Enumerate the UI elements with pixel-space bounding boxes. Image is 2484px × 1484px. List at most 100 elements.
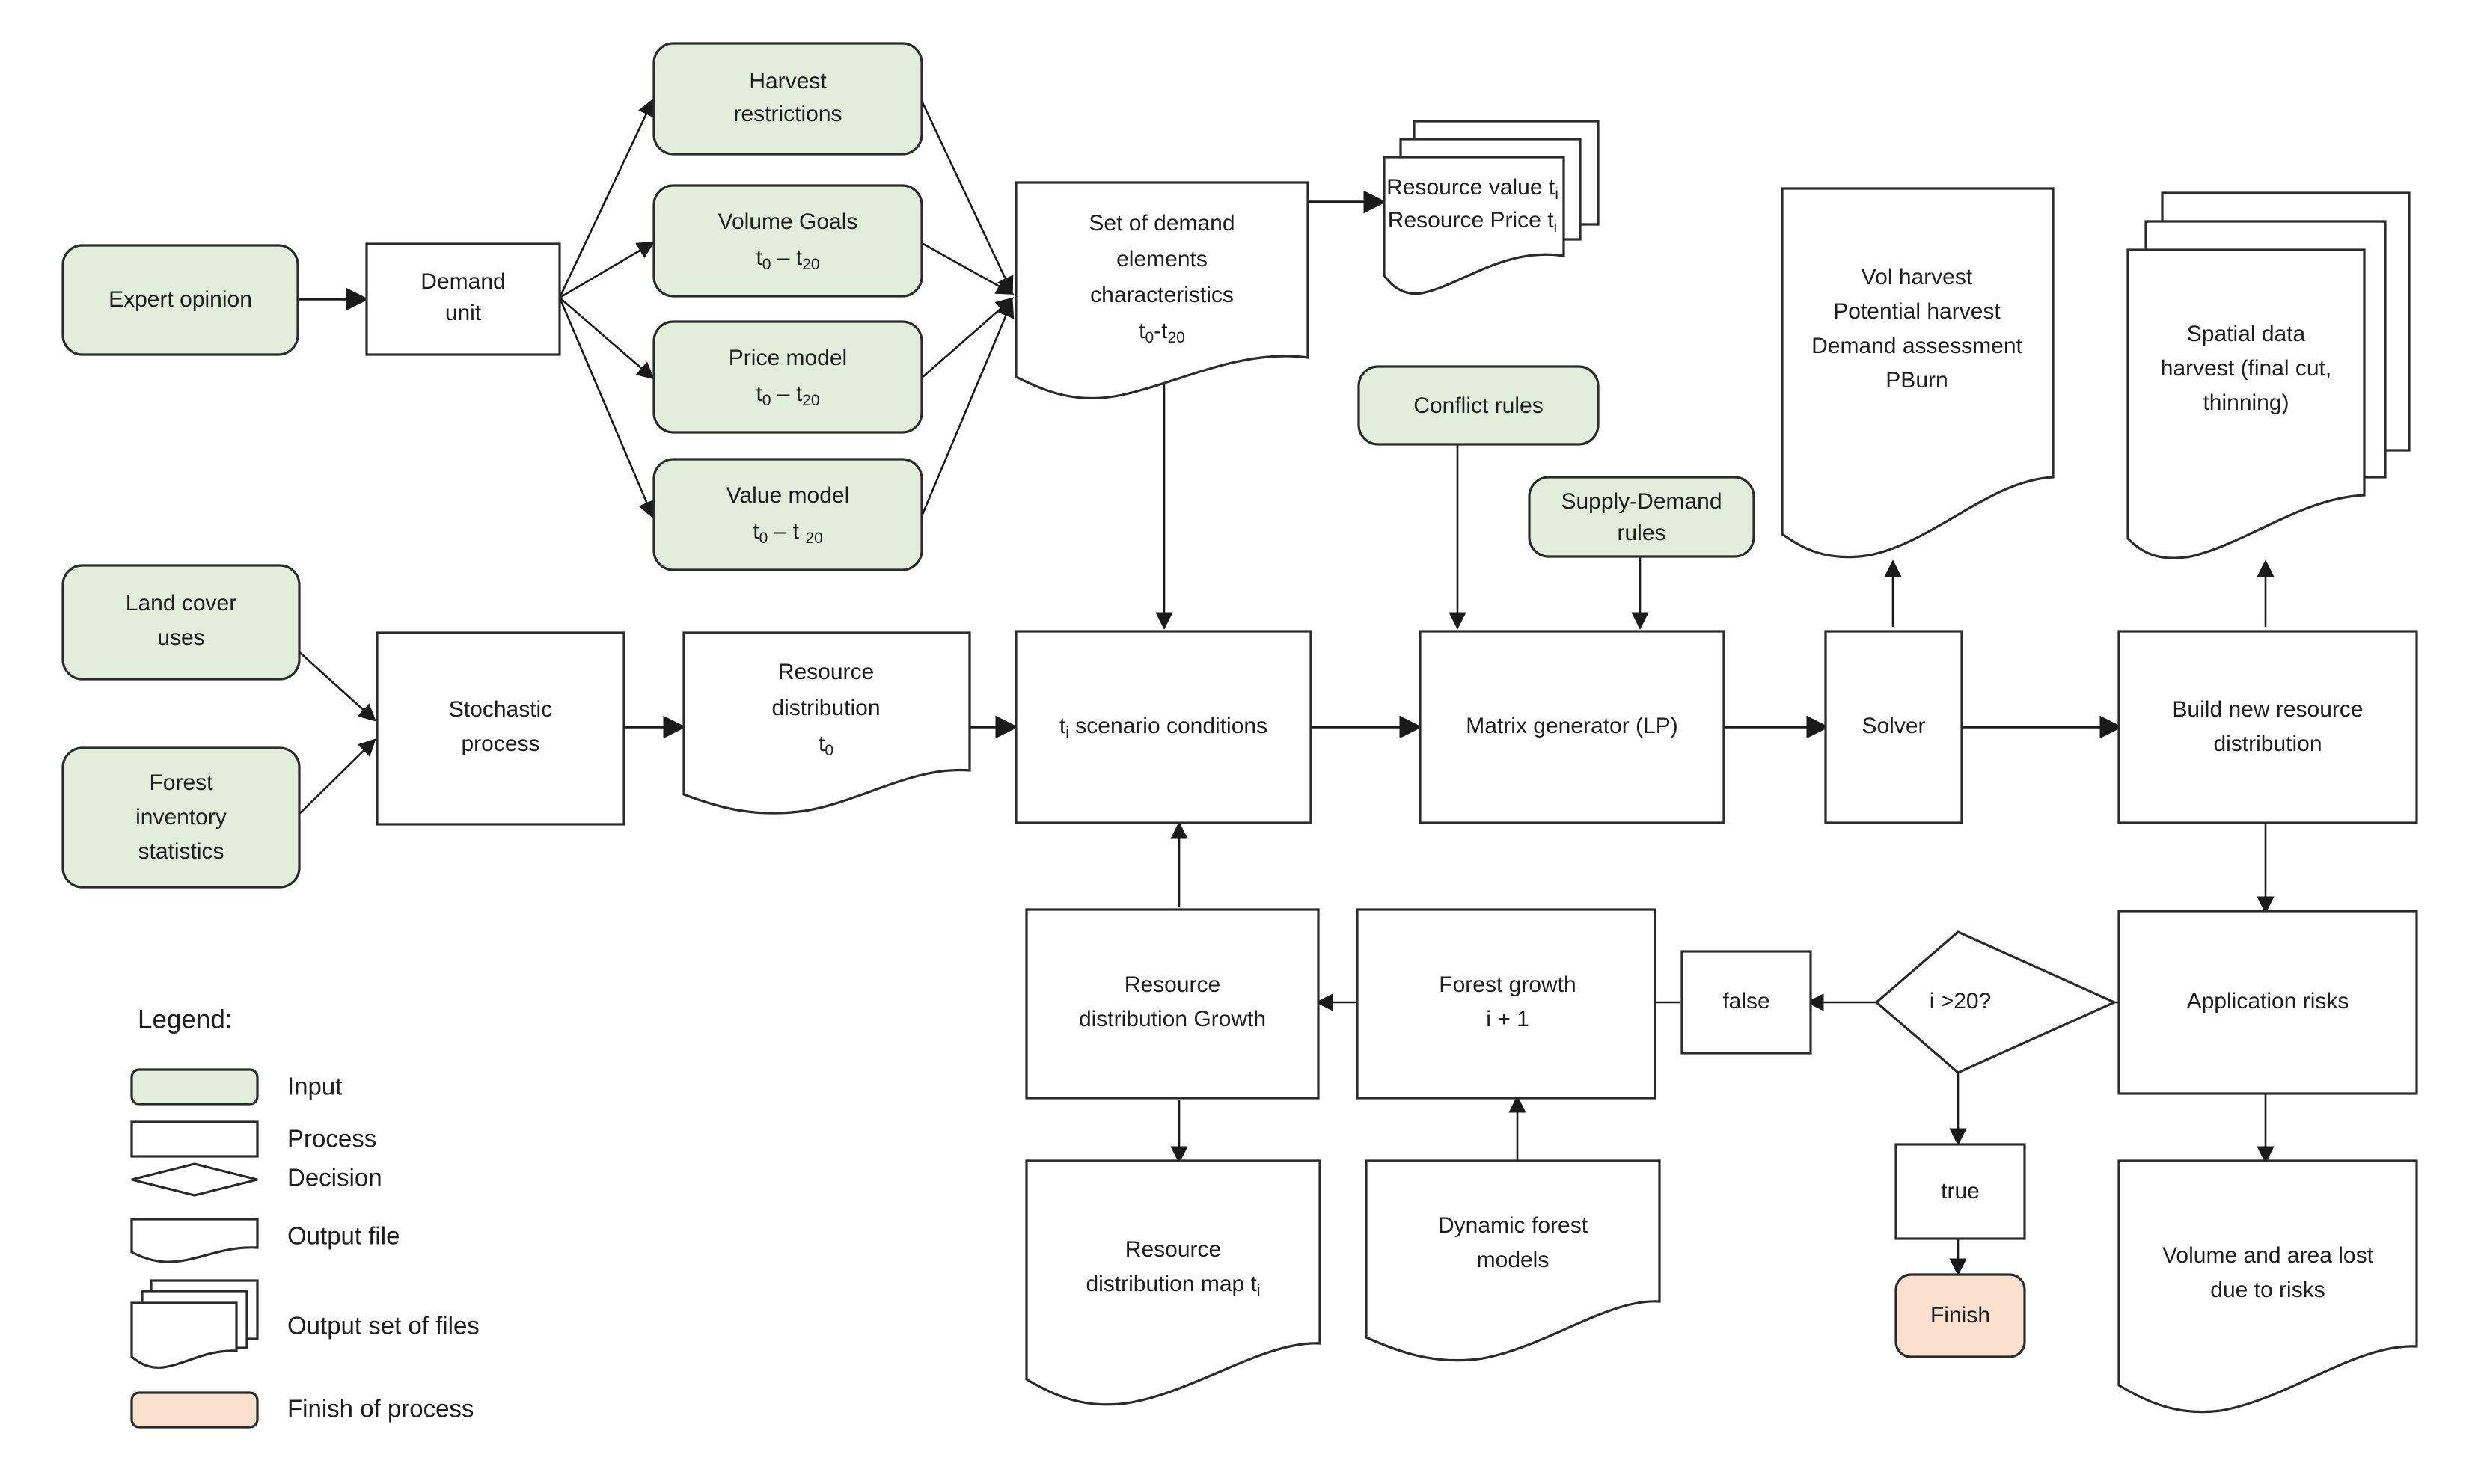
node-stochastic-process-label-1: Stochastic xyxy=(449,697,552,722)
node-volume-area-lost[interactable]: Volume and area lost due to risks xyxy=(2117,1159,2418,1414)
node-supply-demand-rules-label-2: rules xyxy=(1617,521,1665,545)
node-dynamic-forest-models-label-2: models xyxy=(1477,1248,1550,1272)
node-resource-distribution-t0[interactable]: Resource distribution t0 xyxy=(682,631,971,815)
node-demand-unit[interactable]: Demand unit xyxy=(365,242,561,356)
node-resource-value-label: Resource value ti xyxy=(1386,175,1558,203)
legend-swatch-decision xyxy=(131,1162,258,1197)
node-rd-growth-label-1: Resource xyxy=(1125,972,1220,997)
legend-item-output-set: Output set of files xyxy=(130,1279,480,1369)
node-volume-area-lost-label-2: due to risks xyxy=(2210,1278,2325,1302)
node-dynamic-forest-models[interactable]: Dynamic forest models xyxy=(1365,1159,1661,1362)
node-conflict-rules-label: Conflict rules xyxy=(1413,393,1543,418)
legend-label-decision: Decision xyxy=(287,1164,382,1192)
legend-label-process: Process xyxy=(287,1125,376,1153)
node-harvest-restrictions-label-1: Harvest xyxy=(749,69,827,93)
node-finish-label: Finish xyxy=(1930,1303,1990,1328)
legend-item-finish: Finish of process xyxy=(130,1391,474,1429)
node-true-label: true xyxy=(1941,1179,1980,1204)
node-resource-distribution-map[interactable]: Resource distribution map ti xyxy=(1025,1159,1321,1406)
legend-label-input: Input xyxy=(287,1073,342,1100)
node-price-model[interactable]: Price model t0 – t20 xyxy=(652,320,923,434)
node-finish[interactable]: Finish xyxy=(1894,1273,2026,1358)
node-dynamic-forest-models-label-1: Dynamic forest xyxy=(1438,1213,1588,1238)
node-demand-elements-label-1: Set of demand xyxy=(1089,211,1235,236)
node-forest-inventory-label-3: statistics xyxy=(138,839,224,864)
node-supply-demand-rules-label-1: Supply-Demand xyxy=(1561,489,1722,514)
node-conflict-rules[interactable]: Conflict rules xyxy=(1357,365,1600,446)
node-value-model-label-2: t0 – t 20 xyxy=(753,519,822,547)
legend-label-output-set: Output set of files xyxy=(287,1312,480,1340)
node-stochastic-process[interactable]: Stochastic process xyxy=(376,631,625,826)
node-solver[interactable]: Solver xyxy=(1824,630,1963,824)
node-forest-inventory[interactable]: Forest inventory statistics xyxy=(61,746,301,889)
node-demand-elements[interactable]: Set of demand elements characteristics t… xyxy=(1015,181,1309,400)
node-resource-distribution-t0-label-1: Resource xyxy=(778,660,874,684)
legend-swatch-process xyxy=(130,1120,259,1158)
node-vol-harvest-label-2: Potential harvest xyxy=(1833,299,2001,324)
node-price-model-label-2: t0 – t20 xyxy=(756,381,819,409)
node-price-model-label-1: Price model xyxy=(729,346,847,370)
legend-item-input: Input xyxy=(130,1068,342,1106)
node-scenario-conditions-label: ti scenario conditions xyxy=(1059,714,1267,741)
node-forest-growth-label-1: Forest growth xyxy=(1439,972,1576,997)
node-resource-distribution-t0-label-3: t0 xyxy=(819,732,833,759)
node-decision-i20-label: i >20? xyxy=(1930,989,1992,1014)
legend-swatch-output-set xyxy=(130,1301,238,1369)
node-scenario-conditions[interactable]: ti scenario conditions xyxy=(1015,630,1312,824)
node-expert-opinion[interactable]: Expert opinion xyxy=(61,244,299,356)
legend-item-output-file: Output file xyxy=(130,1218,400,1263)
node-forest-inventory-label-2: inventory xyxy=(135,805,227,830)
node-demand-unit-label-1: Demand xyxy=(420,269,505,294)
node-resource-distribution-growth[interactable]: Resource distribution Growth xyxy=(1025,908,1320,1100)
node-spatial-data-doc[interactable]: Spatial data harvest (final cut, thinnin… xyxy=(2126,191,2411,559)
node-spatial-data-label-3: thinning) xyxy=(2203,390,2289,415)
node-forest-growth[interactable]: Forest growth i + 1 xyxy=(1356,908,1656,1100)
node-resource-distribution-t0-label-2: distribution xyxy=(771,696,880,720)
node-land-cover-label-1: Land cover xyxy=(126,591,236,616)
node-demand-elements-label-3: characteristics xyxy=(1090,283,1234,307)
node-volume-goals[interactable]: Volume Goals t0 – t20 xyxy=(652,184,923,298)
legend-swatch-finish xyxy=(130,1391,259,1429)
node-value-model-label-1: Value model xyxy=(726,483,850,508)
legend-label-finish: Finish of process xyxy=(287,1395,474,1423)
node-value-model[interactable]: Value model t0 – t 20 xyxy=(652,458,923,571)
legend-item-process: Process xyxy=(130,1120,376,1158)
node-resource-value-price[interactable]: Resource value ti Resource Price ti xyxy=(1383,120,1600,295)
node-vol-harvest-label-4: PBurn xyxy=(1885,368,1948,393)
legend-item-decision: Decision xyxy=(131,1162,382,1197)
node-supply-demand-rules[interactable]: Supply-Demand rules xyxy=(1528,476,1755,558)
node-application-risks[interactable]: Application risks xyxy=(2117,910,2418,1095)
node-solver-label: Solver xyxy=(1862,714,1925,738)
node-decision-i20[interactable]: i >20? xyxy=(1874,930,2117,1074)
node-spatial-data-label-1: Spatial data xyxy=(2187,322,2306,346)
node-matrix-generator-label: Matrix generator (LP) xyxy=(1466,714,1677,738)
node-false-box[interactable]: false xyxy=(1680,950,1812,1055)
node-stochastic-process-label-2: process xyxy=(461,732,539,756)
node-forest-growth-label-2: i + 1 xyxy=(1486,1007,1529,1031)
node-vol-harvest-doc[interactable]: Vol harvest Potential harvest Demand ass… xyxy=(1781,187,2055,559)
legend-swatch-output-file xyxy=(130,1218,259,1263)
node-build-new-resource[interactable]: Build new resource distribution xyxy=(2117,630,2418,824)
node-harvest-restrictions-label-2: restrictions xyxy=(733,102,842,126)
node-harvest-restrictions[interactable]: Harvest restrictions xyxy=(652,42,923,156)
node-vol-harvest-label-1: Vol harvest xyxy=(1862,265,1973,289)
node-demand-elements-label-2: elements xyxy=(1116,247,1208,272)
node-build-new-resource-label-1: Build new resource xyxy=(2172,697,2363,722)
legend-swatch-input xyxy=(130,1068,259,1106)
node-volume-goals-label-1: Volume Goals xyxy=(718,209,858,234)
legend-label-output-file: Output file xyxy=(287,1222,400,1250)
node-matrix-generator[interactable]: Matrix generator (LP) xyxy=(1419,630,1725,824)
node-volume-goals-label-2: t0 – t20 xyxy=(756,245,819,273)
node-false-label: false xyxy=(1722,989,1769,1014)
node-forest-inventory-label-1: Forest xyxy=(149,770,213,795)
node-demand-unit-label-2: unit xyxy=(445,301,482,325)
node-build-new-resource-label-2: distribution xyxy=(2213,732,2322,756)
node-rd-map-label-1: Resource xyxy=(1125,1237,1221,1262)
node-spatial-data-label-2: harvest (final cut, xyxy=(2161,356,2331,381)
node-demand-elements-label-4: t0-t20 xyxy=(1139,319,1185,346)
node-land-cover-uses[interactable]: Land cover uses xyxy=(61,564,301,681)
node-true-box[interactable]: true xyxy=(1894,1143,2026,1240)
node-rd-growth-label-2: distribution Growth xyxy=(1079,1007,1266,1031)
node-expert-opinion-label: Expert opinion xyxy=(108,287,252,312)
